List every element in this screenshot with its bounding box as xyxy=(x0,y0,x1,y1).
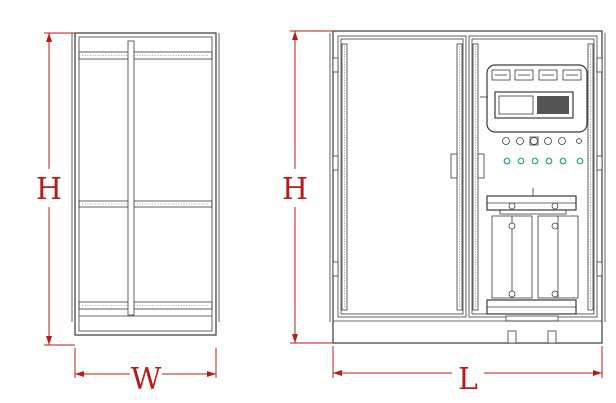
side-view-center-bar xyxy=(127,40,135,316)
switch-1 xyxy=(502,137,510,145)
left-door-handle xyxy=(450,153,458,179)
right-door-hinge-strip xyxy=(587,43,594,311)
switch-row xyxy=(502,136,582,146)
front-view-plinth-right xyxy=(547,330,557,344)
front-right-door xyxy=(468,35,603,318)
left-door-hinge-bottom xyxy=(332,261,339,277)
left-door-hinge-strip xyxy=(341,43,348,311)
side-width-dimension: W xyxy=(74,348,217,397)
right-door-hinge-top xyxy=(596,57,603,73)
side-view-top-rail xyxy=(78,51,213,60)
display-keypad xyxy=(537,96,569,114)
switch-5 xyxy=(558,137,566,145)
front-length-label: L xyxy=(458,362,478,397)
front-left-door xyxy=(332,35,467,318)
side-height-label: H xyxy=(36,172,62,207)
front-height-label: H xyxy=(282,172,308,207)
switch-3 xyxy=(530,137,538,145)
indicator-light-5 xyxy=(559,157,567,165)
side-view-frame xyxy=(74,32,217,336)
indicator-light-row xyxy=(503,157,584,165)
right-door-hinge-middle xyxy=(596,155,603,171)
right-door-handle xyxy=(477,153,485,179)
side-view-bottom-rail xyxy=(78,301,213,310)
indicator-light-2 xyxy=(517,157,525,165)
side-width-label: W xyxy=(131,362,162,397)
control-panel xyxy=(480,64,588,133)
indicator-light-4 xyxy=(545,157,553,165)
indicator-light-1 xyxy=(503,157,511,165)
indicator-light-3 xyxy=(531,157,539,165)
front-length-dimension: L xyxy=(332,346,603,397)
indicator-light-6 xyxy=(576,157,584,165)
side-height-dimension: H xyxy=(34,32,75,346)
side-view xyxy=(71,32,220,336)
side-view-inner-frame xyxy=(78,36,213,332)
transformer-base xyxy=(505,315,559,322)
switch-4 xyxy=(544,137,552,145)
side-view-middle-rail xyxy=(78,200,213,208)
switch-2 xyxy=(516,137,524,145)
transformer xyxy=(486,188,579,322)
left-door-hinge-middle xyxy=(332,155,339,171)
left-door-hinge-top xyxy=(332,57,339,73)
front-height-dimension: H xyxy=(280,30,333,344)
front-view xyxy=(329,30,606,344)
switch-6 xyxy=(576,138,582,144)
right-door-hinge-bottom xyxy=(596,261,603,277)
display-window xyxy=(498,95,534,115)
front-view-plinth-left xyxy=(507,330,517,344)
